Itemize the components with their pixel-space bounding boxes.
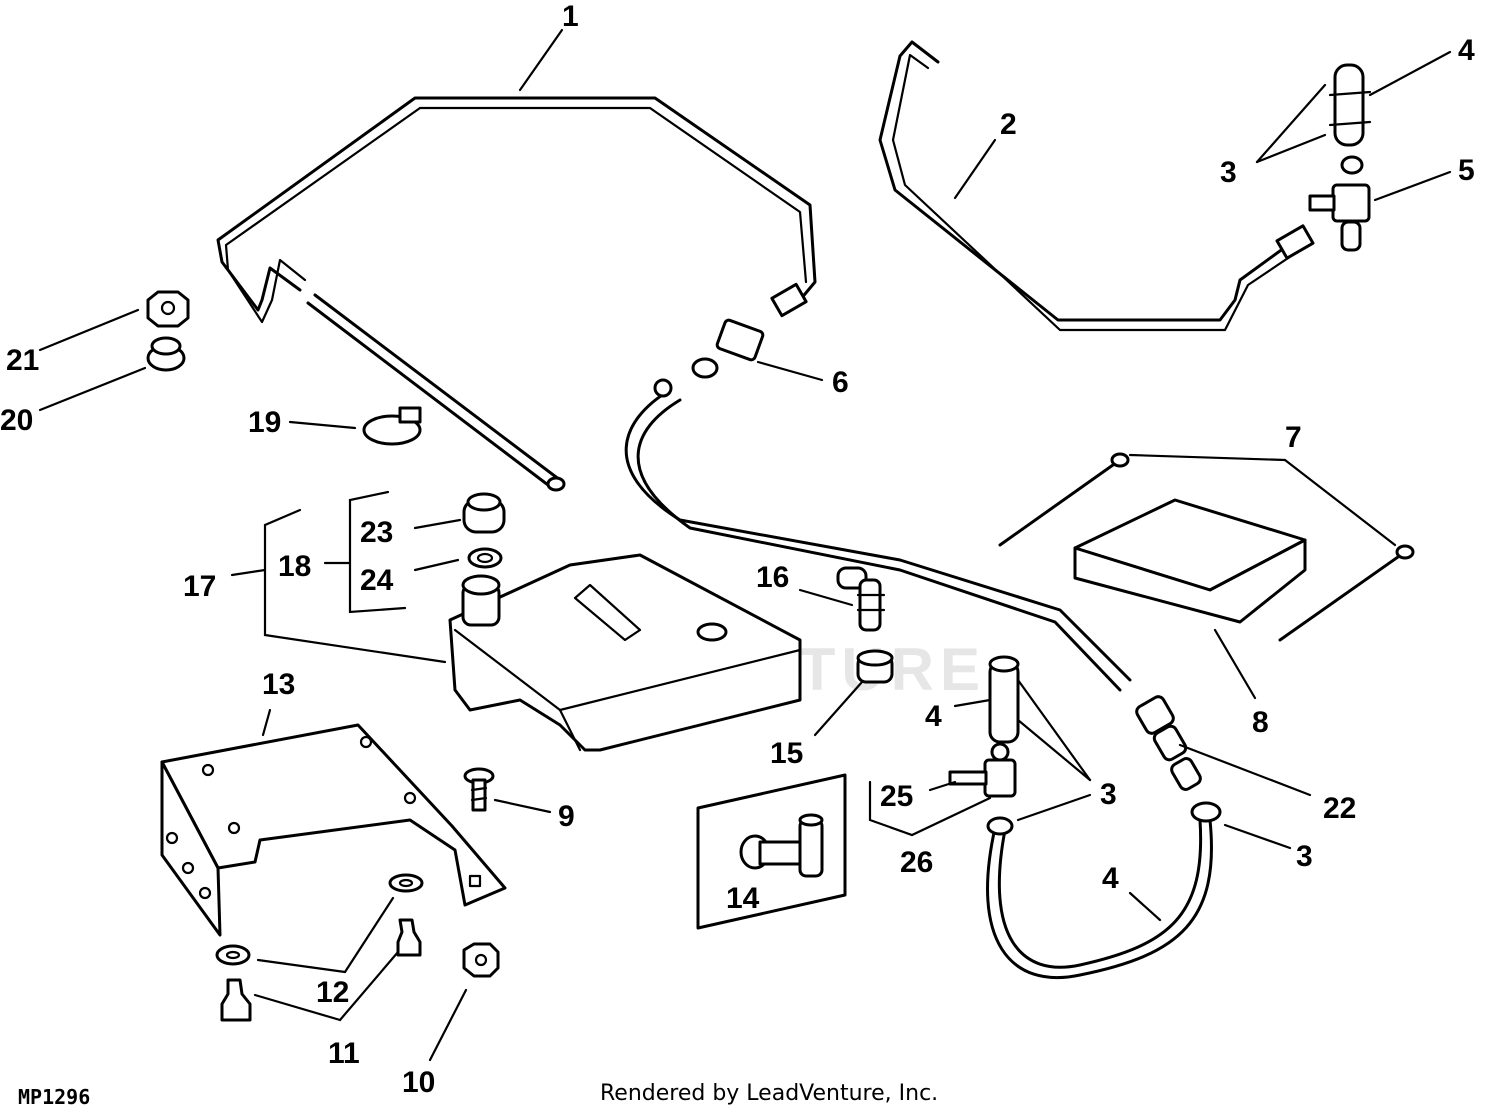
callout-9: 9 [558, 800, 575, 833]
figure-id: MP1296 [18, 1085, 90, 1109]
callout-25: 25 [880, 780, 913, 813]
callout-1: 1 [562, 0, 579, 33]
part-6-fitting [691, 318, 765, 379]
part-1-fuel-line [216, 96, 817, 492]
part-22-fitting [1135, 695, 1202, 791]
callout-26: 26 [900, 846, 933, 879]
callout-18: 18 [278, 550, 311, 583]
part-17-fuel-tank [448, 553, 802, 752]
part-12-washers [215, 873, 424, 966]
callout-2: 2 [1000, 108, 1017, 141]
part-14-valve [696, 773, 847, 930]
callout-21: 21 [6, 344, 39, 377]
callout-14: 14 [726, 882, 760, 915]
part-16-fitting [836, 566, 886, 632]
part-4-hose-bottom [986, 801, 1222, 980]
callout-24: 24 [360, 564, 394, 597]
part-15-grommet [856, 649, 894, 684]
callout-13: 13 [262, 668, 295, 701]
part-24-gasket [467, 547, 503, 569]
callout-6: 6 [832, 366, 849, 399]
callout-17: 17 [183, 570, 216, 603]
callout-11: 11 [328, 1037, 360, 1070]
part-21-nut [146, 290, 190, 328]
part-4-hose-middle [988, 655, 1020, 744]
part-13-bracket [160, 723, 507, 937]
part-4-hose-top [1328, 63, 1372, 175]
callout-4-bottom: 4 [1102, 862, 1119, 895]
callout-22: 22 [1323, 792, 1356, 825]
part-7-pins [998, 452, 1415, 642]
part-5-tee-fitting [1308, 183, 1371, 252]
part-2-tube [878, 40, 1315, 332]
callout-5: 5 [1458, 154, 1475, 187]
callout-23: 23 [360, 516, 393, 549]
callout-4-middle: 4 [925, 700, 942, 733]
part-19-clamp [362, 406, 422, 446]
callout-3-bottom: 3 [1296, 840, 1313, 873]
hose-long [624, 378, 1132, 692]
part-11-screws [220, 918, 422, 1022]
part-8-pad [1073, 498, 1307, 624]
callout-4: 4 [1458, 34, 1475, 67]
callout-7: 7 [1285, 421, 1302, 454]
callout-10: 10 [402, 1066, 435, 1099]
part-10-nut [462, 942, 500, 978]
callout-8: 8 [1252, 706, 1269, 739]
callout-labels: 1 2 3 4 5 6 7 8 9 10 11 12 13 14 15 16 1… [0, 0, 1475, 1099]
credit-line: Rendered by LeadVenture, Inc. [600, 1081, 938, 1106]
part-23-cap [462, 492, 506, 534]
callout-20: 20 [0, 404, 33, 437]
part-25-26-valve [948, 742, 1017, 798]
callout-19: 19 [248, 406, 281, 439]
callout-3: 3 [1220, 156, 1237, 189]
callout-3-middle: 3 [1100, 778, 1117, 811]
callout-16: 16 [756, 561, 789, 594]
part-20-bushing [146, 336, 186, 372]
callout-12: 12 [316, 976, 349, 1009]
callout-15: 15 [770, 737, 803, 770]
leader-lines [38, 28, 1452, 1062]
part-9-screw [463, 767, 495, 812]
